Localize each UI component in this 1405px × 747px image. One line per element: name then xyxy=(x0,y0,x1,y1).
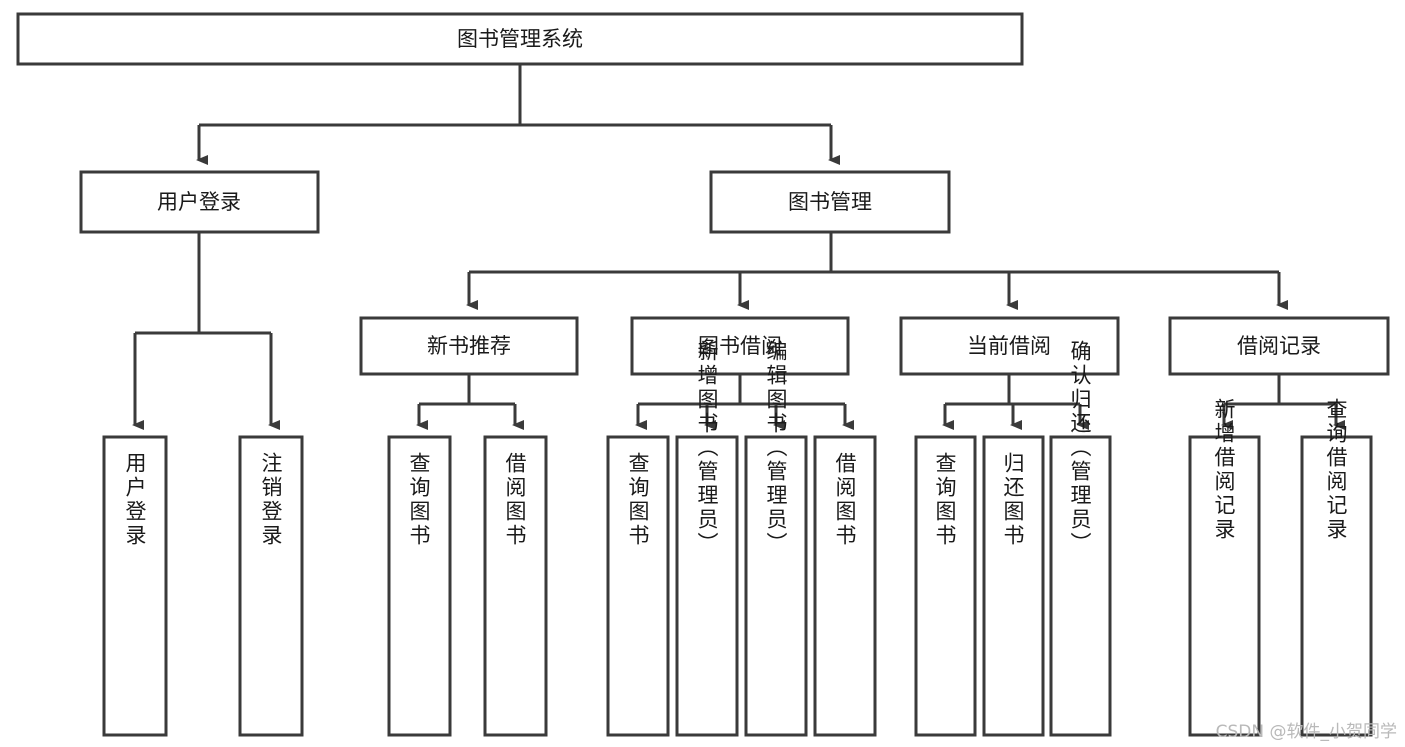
node-leaf-query-borrow-record-box[interactable] xyxy=(1300,435,1373,737)
node-borrow-record[interactable]: 借阅记录 xyxy=(1168,316,1390,376)
node-leaf-brw-borrow-book-box[interactable] xyxy=(813,435,877,737)
node-leaf-cur-confirm-return-box[interactable] xyxy=(1049,435,1112,737)
node-borrow-record-box[interactable] xyxy=(1168,316,1390,376)
node-root-box[interactable] xyxy=(16,12,1024,66)
node-leaf-add-borrow-record-label: 新增借阅记录 xyxy=(1212,398,1236,542)
node-current-borrow[interactable]: 当前借阅 xyxy=(899,316,1120,376)
node-leaf-brw-add-book-label: 新增图书（管理员） xyxy=(695,340,719,556)
node-leaf-user-login-box[interactable] xyxy=(102,435,168,737)
node-leaf-query-borrow-record-label: 查询借阅记录 xyxy=(1324,398,1348,542)
node-leaf-cur-query-book-label: 查询图书 xyxy=(933,452,957,548)
node-user-login-label: 用户登录 xyxy=(157,190,241,214)
node-leaf-cur-return-book-box[interactable] xyxy=(982,435,1045,737)
edges-group xyxy=(132,64,1345,430)
node-leaf-cur-confirm-return[interactable]: 确认归还（管理员） xyxy=(1049,340,1112,737)
node-leaf-brw-borrow-book[interactable]: 借阅图书 xyxy=(813,435,877,737)
node-book-management-box[interactable] xyxy=(709,170,951,234)
node-leaf-cur-confirm-return-label: 确认归还（管理员） xyxy=(1068,340,1092,556)
node-leaf-brw-borrow-book-label: 借阅图书 xyxy=(833,452,857,548)
node-leaf-brw-edit-book[interactable]: 编辑图书（管理员） xyxy=(744,340,808,737)
csdn-watermark: CSDN @软件_小贺同学 xyxy=(1215,722,1397,742)
node-borrow-record-label: 借阅记录 xyxy=(1237,334,1321,358)
node-leaf-add-borrow-record[interactable]: 新增借阅记录 xyxy=(1188,398,1261,737)
node-leaf-brw-add-book-box[interactable] xyxy=(675,435,739,737)
node-leaf-cur-query-book-box[interactable] xyxy=(914,435,977,737)
node-current-borrow-label: 当前借阅 xyxy=(967,334,1051,358)
node-new-book-recommend-label: 新书推荐 xyxy=(427,334,511,358)
node-user-login-box[interactable] xyxy=(79,170,320,234)
node-leaf-rec-query-book-label: 查询图书 xyxy=(407,452,431,548)
node-book-management[interactable]: 图书管理 xyxy=(709,170,951,234)
node-leaf-brw-query-book-label: 查询图书 xyxy=(626,452,650,548)
node-book-borrow-label: 图书借阅 xyxy=(698,334,782,358)
node-new-book-recommend-box[interactable] xyxy=(359,316,579,376)
node-leaf-user-login-label: 用户登录 xyxy=(123,452,147,548)
node-leaf-query-borrow-record[interactable]: 查询借阅记录 xyxy=(1300,398,1373,737)
node-book-borrow-box[interactable] xyxy=(630,316,850,376)
node-leaf-cur-return-book[interactable]: 归还图书 xyxy=(982,435,1045,737)
node-leaf-rec-borrow-book-box[interactable] xyxy=(483,435,548,737)
node-book-management-label: 图书管理 xyxy=(788,190,872,214)
node-root[interactable]: 图书管理系统 xyxy=(16,12,1024,66)
node-leaf-brw-edit-book-box[interactable] xyxy=(744,435,808,737)
node-leaf-rec-borrow-book[interactable]: 借阅图书 xyxy=(483,435,548,737)
node-leaf-add-borrow-record-box[interactable] xyxy=(1188,435,1261,737)
node-leaf-brw-add-book[interactable]: 新增图书（管理员） xyxy=(675,340,739,737)
node-current-borrow-box[interactable] xyxy=(899,316,1120,376)
node-leaf-cur-query-book[interactable]: 查询图书 xyxy=(914,435,977,737)
node-user-login[interactable]: 用户登录 xyxy=(79,170,320,234)
node-leaf-cur-return-book-label: 归还图书 xyxy=(1001,452,1025,548)
node-leaf-brw-edit-book-label: 编辑图书（管理员） xyxy=(764,340,788,556)
node-new-book-recommend[interactable]: 新书推荐 xyxy=(359,316,579,376)
node-leaf-logout-box[interactable] xyxy=(238,435,304,737)
node-leaf-rec-query-book[interactable]: 查询图书 xyxy=(387,435,452,737)
node-book-borrow[interactable]: 图书借阅 xyxy=(630,316,850,376)
node-leaf-rec-borrow-book-label: 借阅图书 xyxy=(503,452,527,548)
node-leaf-rec-query-book-box[interactable] xyxy=(387,435,452,737)
node-leaf-brw-query-book-box[interactable] xyxy=(606,435,670,737)
node-leaf-logout[interactable]: 注销登录 xyxy=(238,435,304,737)
node-root-label: 图书管理系统 xyxy=(457,27,583,51)
node-leaf-logout-label: 注销登录 xyxy=(259,452,283,548)
node-leaf-brw-query-book[interactable]: 查询图书 xyxy=(606,435,670,737)
node-leaf-user-login[interactable]: 用户登录 xyxy=(102,435,168,737)
